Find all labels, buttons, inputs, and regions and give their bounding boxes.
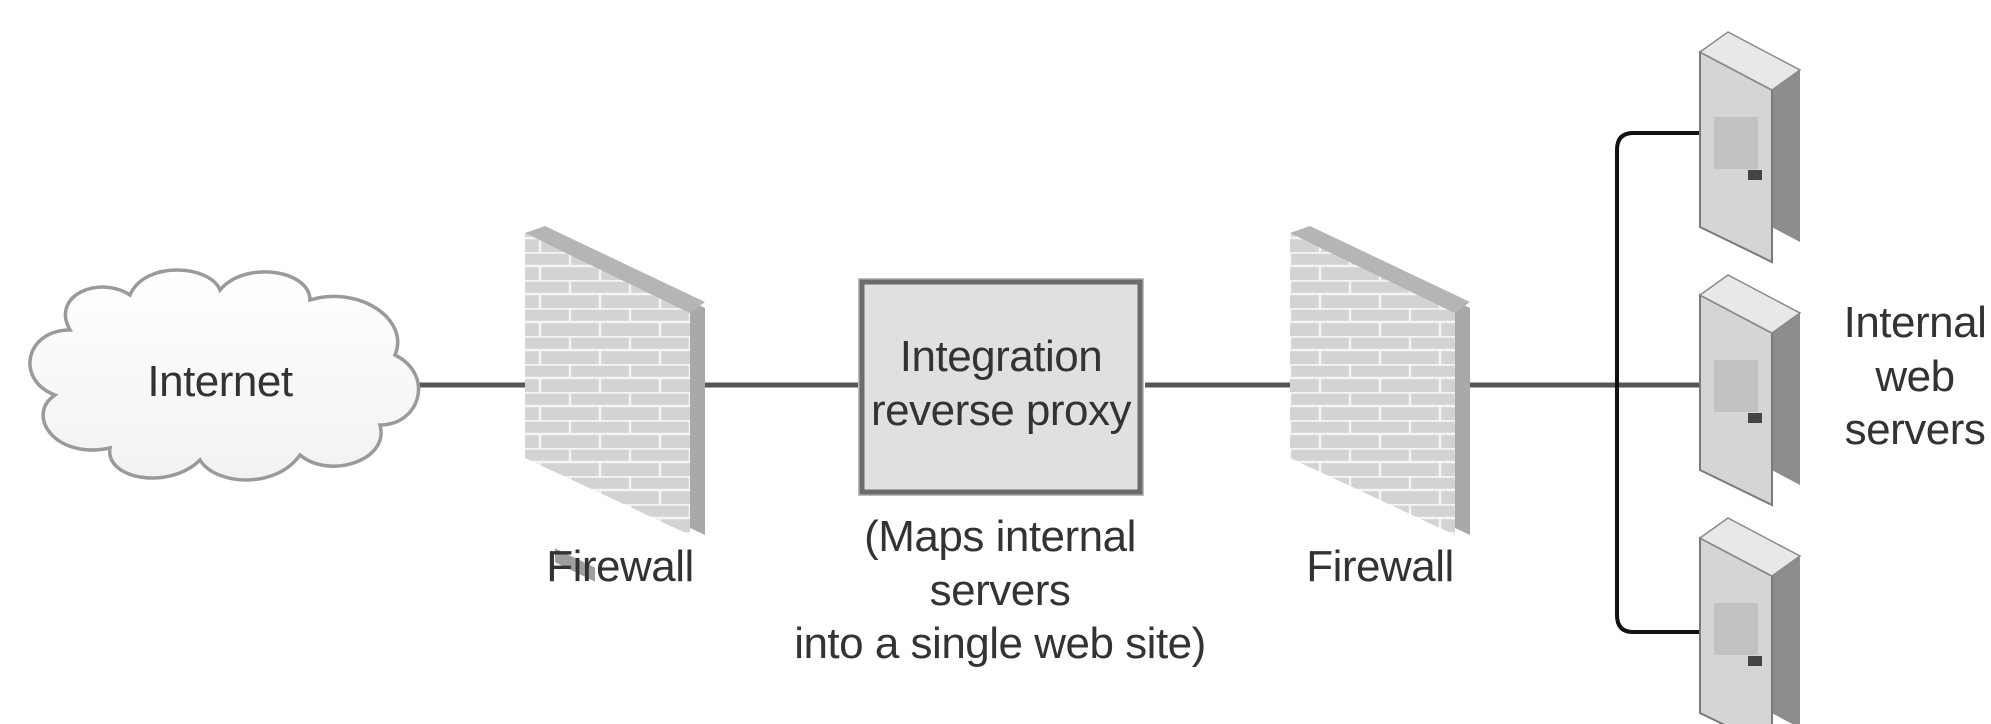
proxy-note: (Maps internal servers into a single web… [794, 512, 1206, 669]
firewall-right-icon [1290, 226, 1470, 535]
internet-label: Internet [147, 357, 293, 406]
server-icon-bottom [1698, 517, 1802, 724]
servers-label: Internal web servers [1843, 298, 1987, 455]
internet-cloud-icon [28, 268, 421, 482]
firewall-left-icon [525, 226, 705, 582]
proxy-label: Integration reverse proxy [870, 332, 1132, 435]
firewall-left-label: Firewall [546, 542, 694, 591]
server-bracket [1615, 131, 1700, 634]
server-icon-top [1698, 31, 1802, 264]
server-icon-middle [1698, 274, 1802, 507]
proxy-box [858, 278, 1144, 496]
firewall-right-label: Firewall [1306, 542, 1454, 591]
